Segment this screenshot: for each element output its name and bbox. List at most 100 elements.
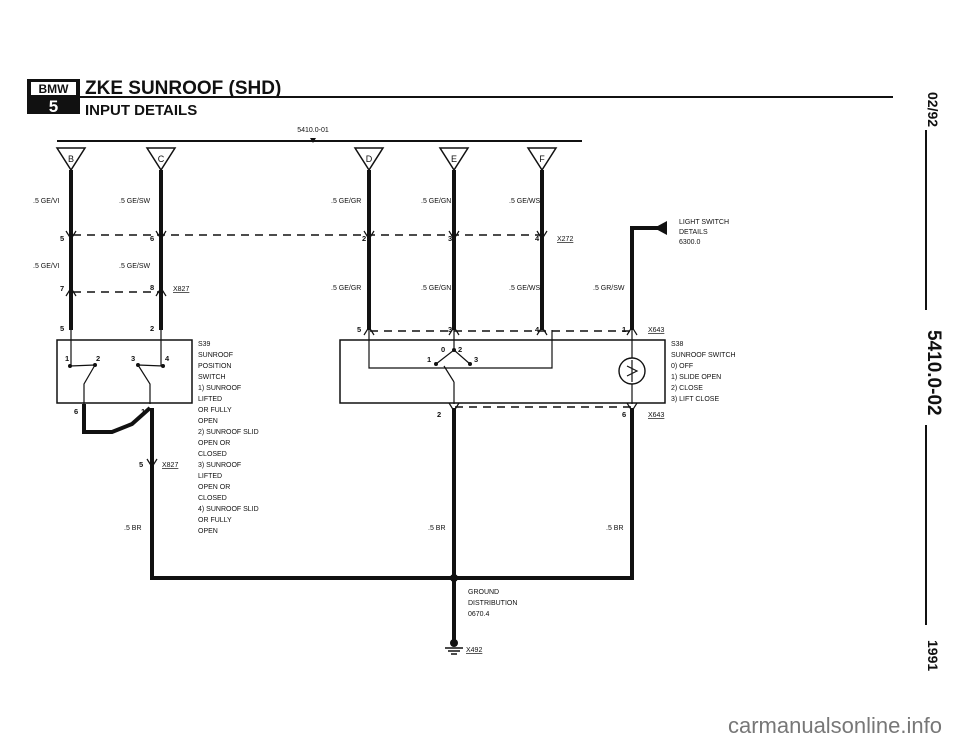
wire-labels: .5 GE/VI .5 GE/SW .5 GE/VI .5 GE/SW .5 G… (33, 198, 625, 532)
pin-number: 8 (150, 283, 154, 292)
ground-splice (450, 574, 458, 582)
pin-number: 0 (441, 345, 445, 354)
fuse-f-triangle (526, 147, 558, 172)
pin-number: 4 (535, 234, 540, 243)
fuse-e: E (438, 147, 470, 172)
mark-x643-e (448, 325, 460, 336)
pin-number: 3 (131, 354, 135, 363)
fuse-row: B C D E F (55, 147, 558, 172)
pin-number: 5 (357, 325, 361, 334)
s38-box (339, 339, 666, 404)
mark-x272-b (65, 230, 77, 241)
pin-number: 5 (139, 460, 143, 469)
ground-ref-line: GROUND (468, 589, 499, 596)
s39-line: 1) SUNROOF (198, 385, 241, 392)
wire-label: .5 GE/VI (33, 263, 60, 270)
pin-number: 4 (535, 325, 540, 334)
mark-x272-c (155, 230, 167, 241)
fuse-d-triangle (353, 147, 385, 172)
s38-switch-arm (435, 349, 471, 404)
s38-line: 1) SLIDE OPEN (671, 374, 721, 381)
wire-label: .5 GE/GR (331, 198, 361, 205)
fuse-b: B (55, 147, 87, 172)
ground-ref-line: 0670.4 (468, 611, 490, 618)
s39-line: 4) SUNROOF SLID (198, 506, 259, 513)
wire-label: .5 GE/GR (331, 285, 361, 292)
pin-number: 6 (150, 234, 154, 243)
s39-line: OPEN (198, 528, 218, 535)
s39-line: CLOSED (198, 495, 227, 502)
wire-light (630, 226, 667, 330)
side-year: 1991 (925, 640, 941, 671)
mark-x827-c (155, 286, 167, 297)
mark-x643-d (363, 325, 375, 336)
mark-x827b (146, 458, 158, 469)
s39-line: SUNROOF (198, 352, 233, 359)
page-title: ZKE SUNROOF (SHD) (85, 78, 281, 99)
pin-number: 6 (622, 410, 626, 419)
connector-label: X492 (466, 647, 482, 654)
s39-line: SWITCH (198, 374, 226, 381)
s39-line: OPEN OR (198, 484, 230, 491)
ground-symbol (445, 574, 463, 655)
wire-label: .5 GE/VI (33, 198, 60, 205)
s39-switch-arm-left (69, 364, 96, 404)
fuse-e-triangle (438, 147, 470, 172)
s38-line: 2) CLOSE (671, 385, 703, 392)
mark-x643b-e (448, 402, 460, 413)
pin-number: 6 (74, 407, 78, 416)
light-ref-line: DETAILS (679, 229, 708, 236)
s38-description: S38 SUNROOF SWITCH 0) OFF 1) SLIDE OPEN … (671, 341, 736, 403)
s39-line: OR FULLY (198, 517, 232, 524)
light-ref-line: 6300.0 (679, 239, 701, 246)
wire-label: .5 GE/GN (421, 198, 451, 205)
watermark: carmanualsonline.info (728, 713, 942, 738)
connector-ids: X272 X827 X827 X643 X643 X492 (162, 236, 664, 654)
s39-line: POSITION (198, 363, 231, 370)
pin-number: 2 (458, 345, 462, 354)
side-date: 02/92 (925, 92, 941, 127)
mark-x272-e (448, 230, 460, 241)
pin-number: 3 (474, 355, 478, 364)
bmw-logo-text: BMW (39, 82, 70, 96)
s39-line: S39 (198, 341, 211, 348)
mark-x643b-l (626, 402, 638, 413)
connector-label: X272 (557, 236, 573, 243)
s39-line: 2) SUNROOF SLID (198, 429, 259, 436)
connector-label: X643 (648, 412, 664, 419)
fuse-c: C (145, 147, 177, 172)
bus-bar-marker (310, 138, 316, 143)
wire-label: .5 BR (428, 525, 446, 532)
s39-description: S39 SUNROOF POSITION SWITCH 1) SUNROOF L… (198, 341, 259, 535)
s39-line: OPEN OR (198, 440, 230, 447)
pin-number: 1 (65, 354, 69, 363)
wire-label: .5 GE/WS (509, 198, 540, 205)
s39-box (56, 339, 193, 404)
light-ref-line: LIGHT SWITCH (679, 219, 729, 226)
s39-internal-wire (82, 404, 152, 434)
fuse-d: D (353, 147, 385, 172)
fuse-d-label: D (366, 154, 373, 164)
connector-lines (73, 234, 636, 408)
fuse-c-triangle (145, 147, 177, 172)
pin-number: 5 (60, 324, 64, 333)
doc-reference: 5410.0-01 (297, 127, 329, 134)
s39-switch (56, 330, 193, 404)
wire-label: .5 GE/SW (119, 198, 151, 205)
connector-marks (65, 221, 667, 469)
pin-number: 1 (141, 407, 145, 416)
bmw-logo-series: 5 (49, 97, 58, 116)
mark-x643-l (626, 325, 638, 336)
fuse-b-label: B (68, 154, 74, 164)
wire-label: .5 BR (124, 525, 142, 532)
connector-label: X827 (173, 286, 189, 293)
s38-switch (339, 330, 666, 404)
pin-number: 1 (427, 355, 431, 364)
ground-reference: GROUND DISTRIBUTION 0670.4 (468, 589, 517, 618)
mark-x272-f (536, 230, 548, 241)
connector-label: X643 (648, 327, 664, 334)
fuse-e-label: E (451, 154, 457, 164)
pin-number: 5 (60, 234, 64, 243)
page-subtitle: INPUT DETAILS (85, 102, 197, 119)
